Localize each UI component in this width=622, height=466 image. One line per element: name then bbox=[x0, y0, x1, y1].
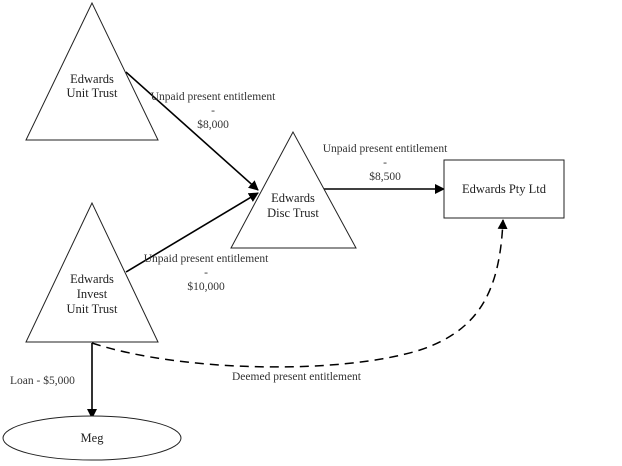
node-edwards-disc-trust: Edwards Disc Trust bbox=[230, 130, 357, 249]
edge-label-line: - bbox=[211, 105, 215, 117]
node-label: Meg bbox=[81, 431, 105, 445]
edge-label-line: $8,000 bbox=[197, 118, 229, 131]
edge-label-deemed-entitlement: Deemed present entitlement bbox=[232, 371, 362, 383]
node-label: Edwards bbox=[70, 72, 114, 86]
edge-unit-trust-to-disc-trust bbox=[125, 71, 259, 191]
edge-label-line: - bbox=[383, 157, 387, 169]
edge-label-line: Loan - $5,000 bbox=[10, 374, 75, 387]
edge-label-line: $8,500 bbox=[369, 170, 401, 183]
node-label: Edwards Pty Ltd bbox=[462, 182, 547, 196]
edge-label-line: Deemed present entitlement bbox=[232, 371, 362, 383]
node-label: Edwards bbox=[70, 272, 114, 286]
node-meg: Meg bbox=[2, 415, 182, 461]
node-edwards-invest-unit-trust: Edwards Invest Unit Trust bbox=[25, 201, 159, 343]
edge-label-line: Unpaid present entitlement bbox=[323, 143, 448, 155]
edge-label-line: - bbox=[204, 267, 208, 279]
node-edwards-pty-ltd: Edwards Pty Ltd bbox=[443, 159, 565, 219]
edge-label-line: Unpaid present entitlement bbox=[151, 91, 276, 103]
node-edwards-unit-trust: Edwards Unit Trust bbox=[25, 1, 159, 141]
edge-label-disc-trust-to-pty-ltd: Unpaid present entitlement - $8,500 bbox=[323, 143, 448, 183]
edge-invest-trust-to-disc-trust bbox=[125, 192, 259, 273]
node-label: Edwards bbox=[271, 191, 315, 205]
node-label: Unit Trust bbox=[66, 86, 118, 100]
node-label: Unit Trust bbox=[66, 302, 118, 316]
node-label: Invest bbox=[77, 287, 108, 301]
edge-label-line: Unpaid present entitlement bbox=[144, 253, 269, 265]
edge-label-line: $10,000 bbox=[187, 280, 225, 293]
node-label: Disc Trust bbox=[267, 206, 319, 220]
edge-label-unit-trust-to-disc-trust: Unpaid present entitlement - $8,000 bbox=[151, 91, 276, 131]
edge-label-loan-to-meg: Loan - $5,000 bbox=[10, 374, 75, 387]
edge-label-invest-trust-to-disc-trust: Unpaid present entitlement - $10,000 bbox=[144, 253, 269, 293]
